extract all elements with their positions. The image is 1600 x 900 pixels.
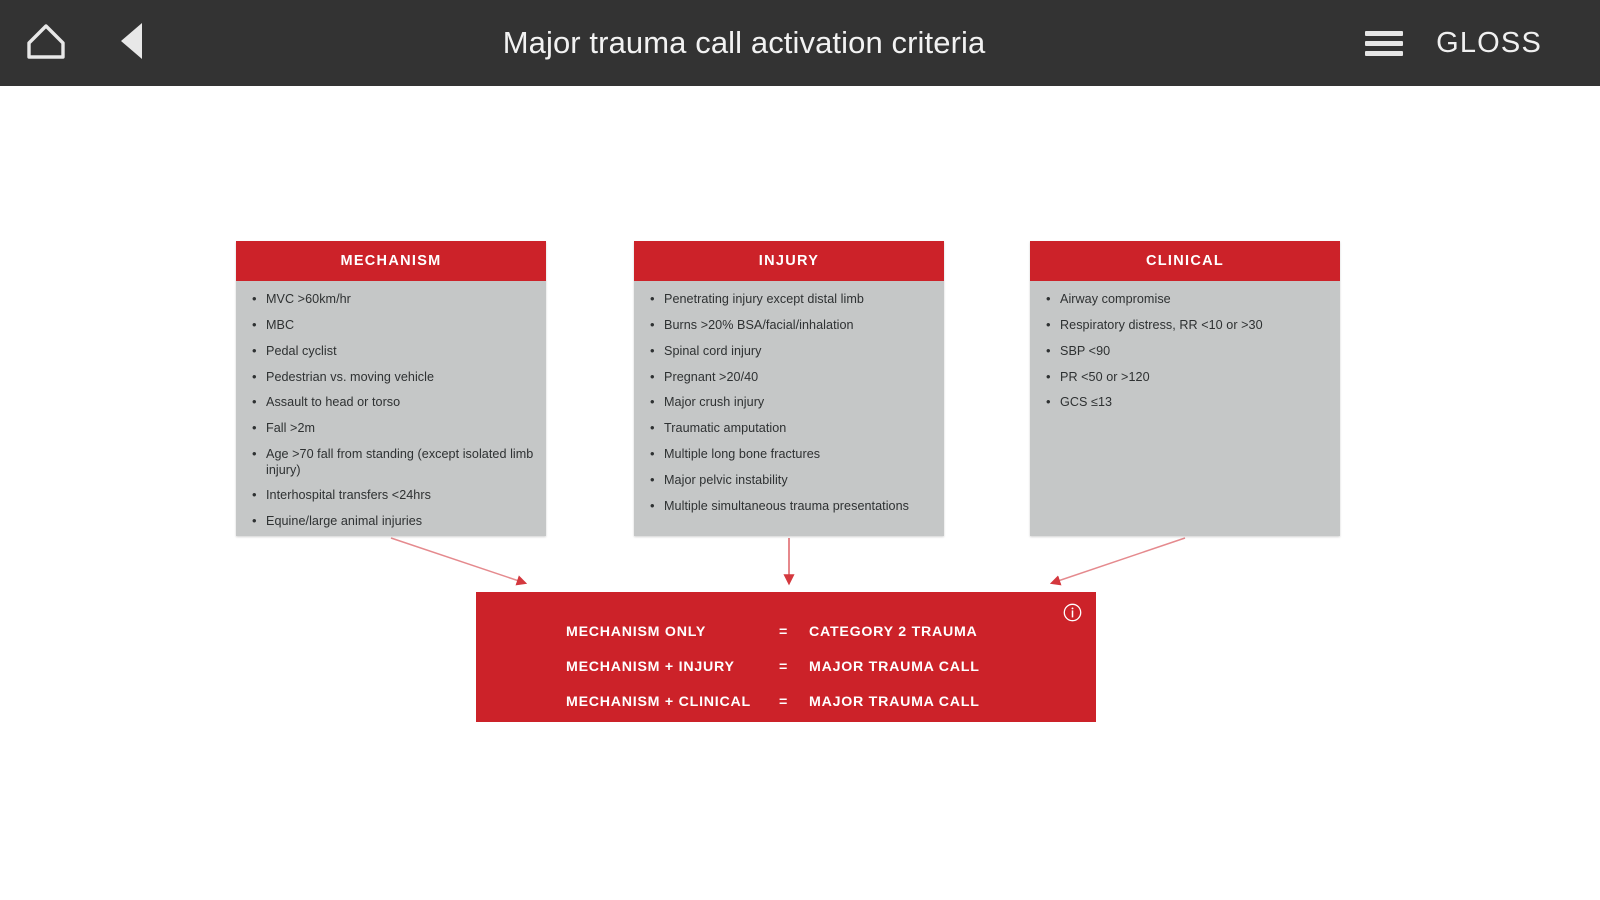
menu-bar-1 bbox=[1365, 30, 1404, 36]
menu-bar-3 bbox=[1365, 50, 1404, 56]
list-item: GCS ≤13 bbox=[1044, 394, 1328, 410]
list-item: Major crush injury bbox=[648, 394, 932, 410]
result-condition: MECHANISM ONLY bbox=[566, 623, 707, 640]
table-row: MECHANISM + CLINICAL = MAJOR TRAUMA CALL bbox=[566, 684, 980, 719]
card-header-mechanism: MECHANISM bbox=[236, 241, 546, 281]
list-item: SBP <90 bbox=[1044, 343, 1328, 359]
back-triangle-icon bbox=[117, 20, 147, 67]
list-item: Multiple long bone fractures bbox=[648, 446, 932, 462]
list-item: Assault to head or torso bbox=[250, 394, 534, 410]
criteria-card-clinical[interactable]: CLINICAL Airway compromise Respiratory d… bbox=[1030, 241, 1340, 536]
brand-label[interactable]: GLOSS bbox=[1436, 26, 1542, 59]
hamburger-menu-icon[interactable] bbox=[1346, 0, 1422, 86]
list-item: Pregnant >20/40 bbox=[648, 369, 932, 385]
list-item: Respiratory distress, RR <10 or >30 bbox=[1044, 317, 1328, 333]
list-item: Spinal cord injury bbox=[648, 343, 932, 359]
result-outcome: MAJOR TRAUMA CALL bbox=[809, 658, 980, 675]
list-item: MVC >60km/hr bbox=[250, 291, 534, 307]
list-item: Fall >2m bbox=[250, 420, 534, 436]
list-item: Interhospital transfers <24hrs bbox=[250, 487, 534, 503]
diagram-canvas: MECHANISM MVC >60km/hr MBC Pedal cyclist… bbox=[0, 86, 1600, 900]
page-title: Major trauma call activation criteria bbox=[502, 25, 986, 60]
list-item: Age >70 fall from standing (except isola… bbox=[250, 446, 534, 478]
card-header-injury: INJURY bbox=[634, 241, 944, 281]
app-bar: Major trauma call activation criteria GL… bbox=[0, 0, 1600, 86]
list-item: Pedal cyclist bbox=[250, 343, 534, 359]
menu-bar-2 bbox=[1365, 40, 1404, 46]
result-condition: MECHANISM + CLINICAL bbox=[566, 693, 751, 710]
result-equals: = bbox=[779, 658, 789, 675]
criteria-card-injury[interactable]: INJURY Penetrating injury except distal … bbox=[634, 241, 944, 536]
list-item: Airway compromise bbox=[1044, 291, 1328, 307]
list-item: MBC bbox=[250, 317, 534, 333]
list-item: Equine/large animal injuries bbox=[250, 513, 534, 529]
result-panel[interactable]: MECHANISM ONLY = CATEGORY 2 TRAUMA MECHA… bbox=[476, 592, 1096, 722]
list-item: Penetrating injury except distal limb bbox=[648, 291, 932, 307]
result-equals: = bbox=[779, 693, 789, 710]
home-button[interactable] bbox=[0, 0, 92, 86]
list-item: Major pelvic instability bbox=[648, 472, 932, 488]
table-row: MECHANISM + INJURY = MAJOR TRAUMA CALL bbox=[566, 649, 980, 684]
card-body-mechanism: MVC >60km/hr MBC Pedal cyclist Pedestria… bbox=[236, 281, 546, 550]
card-body-clinical: Airway compromise Respiratory distress, … bbox=[1030, 281, 1340, 431]
result-equals: = bbox=[779, 623, 789, 640]
result-condition: MECHANISM + INJURY bbox=[566, 658, 735, 675]
back-button[interactable] bbox=[92, 0, 172, 86]
card-body-injury: Penetrating injury except distal limb Bu… bbox=[634, 281, 944, 535]
list-item: Burns >20% BSA/facial/inhalation bbox=[648, 317, 932, 333]
list-item: Pedestrian vs. moving vehicle bbox=[250, 369, 534, 385]
info-circle-icon[interactable] bbox=[1063, 603, 1082, 622]
result-outcome: CATEGORY 2 TRAUMA bbox=[809, 623, 978, 640]
table-row: MECHANISM ONLY = CATEGORY 2 TRAUMA bbox=[566, 614, 980, 649]
list-item: Traumatic amputation bbox=[648, 420, 932, 436]
card-header-clinical: CLINICAL bbox=[1030, 241, 1340, 281]
result-table: MECHANISM ONLY = CATEGORY 2 TRAUMA MECHA… bbox=[566, 614, 980, 719]
criteria-card-mechanism[interactable]: MECHANISM MVC >60km/hr MBC Pedal cyclist… bbox=[236, 241, 546, 536]
arrow-clinical bbox=[1049, 537, 1186, 586]
home-icon bbox=[25, 21, 67, 66]
list-item: PR <50 or >120 bbox=[1044, 369, 1328, 385]
result-outcome: MAJOR TRAUMA CALL bbox=[809, 693, 980, 710]
list-item: Multiple simultaneous trauma presentatio… bbox=[648, 498, 932, 514]
